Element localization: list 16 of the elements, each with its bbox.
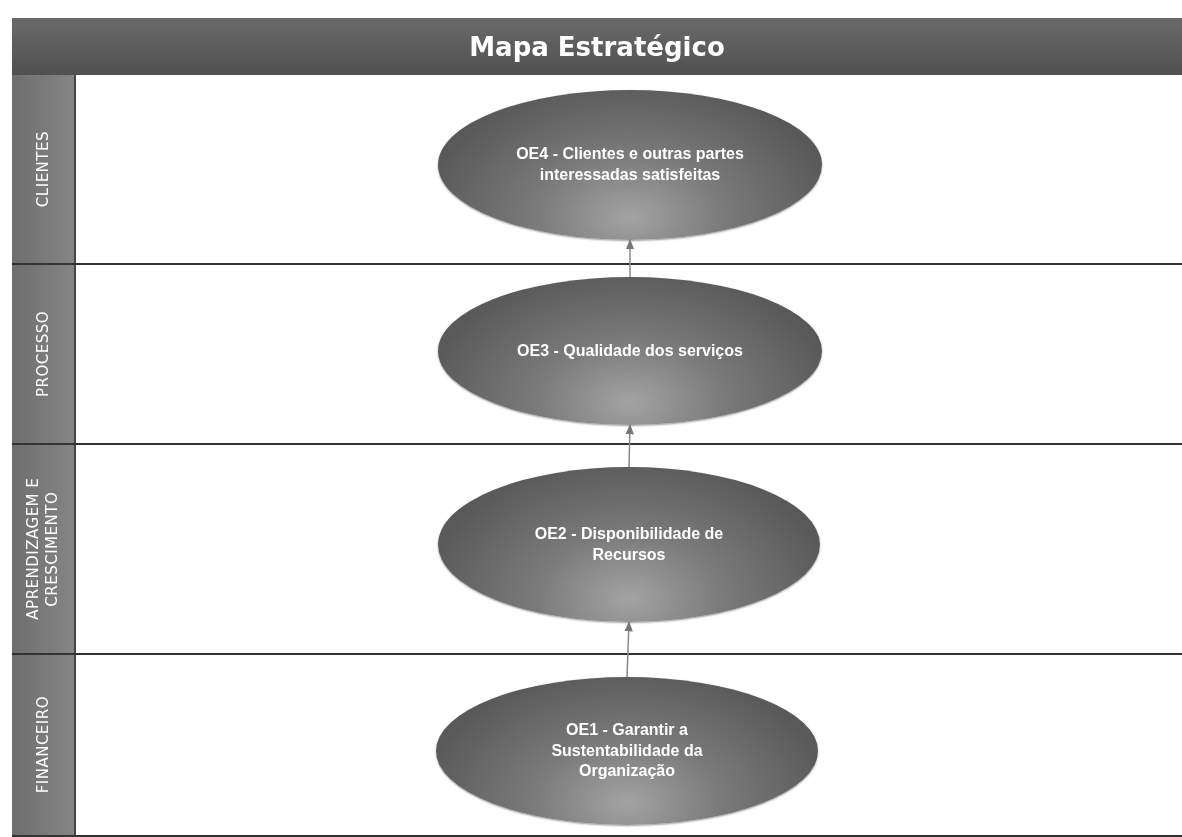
lane-label: CLIENTES: [33, 130, 53, 208]
swimlane: [12, 265, 1182, 445]
objective-ellipse: OE1 - Garantir a Sustentabilidade da Organização: [436, 677, 818, 825]
swimlane: [12, 445, 1182, 655]
title-bar: Mapa Estratégico: [12, 18, 1182, 77]
objective-ellipse: OE4 - Clientes e outras partes interessadas satisfeitas: [438, 90, 822, 240]
arrow: [625, 423, 634, 468]
lane-label: PROCESSO: [33, 310, 53, 398]
arrow: [624, 620, 633, 678]
objective-ellipse: OE3 - Qualidade dos serviços: [438, 277, 822, 425]
swimlane: [12, 655, 1182, 837]
swimlane: [12, 75, 1182, 265]
lane-label: APRENDIZAGEM E CRESCIMENTO: [24, 477, 62, 622]
arrow: [625, 238, 635, 278]
objective-ellipse: OE2 - Disponibilidade de Recursos: [438, 467, 820, 622]
lane-label: FINANCEIRO: [33, 696, 53, 794]
